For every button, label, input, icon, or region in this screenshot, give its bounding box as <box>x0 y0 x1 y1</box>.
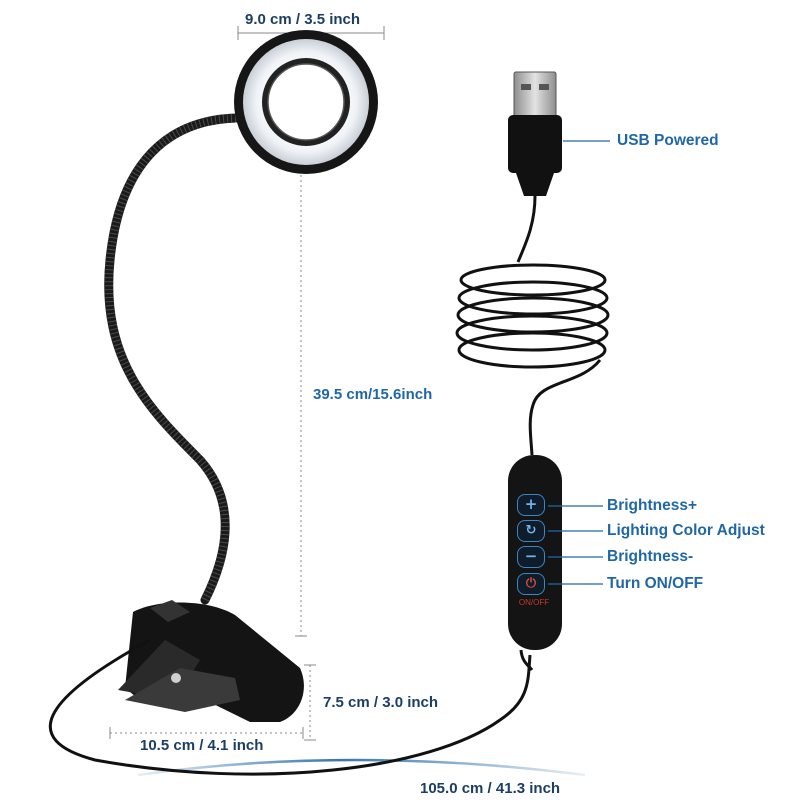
power-label: Turn ON/OFF <box>607 575 704 592</box>
color-adjust-label: Lighting Color Adjust <box>607 522 765 539</box>
coiled-cable <box>455 195 610 456</box>
clip-height-label: 7.5 cm / 3.0 inch <box>323 694 439 711</box>
power-icon: ⏻ <box>525 576 537 591</box>
power-button[interactable]: ⏻ <box>517 573 545 595</box>
minus-icon: − <box>524 547 538 565</box>
power-button-caption: ON/OFF <box>518 598 550 607</box>
gooseneck-arm <box>104 113 241 605</box>
color-adjust-button[interactable]: ↻ <box>517 520 545 542</box>
refresh-cycle-icon: ↻ <box>525 523 537 538</box>
base-cable <box>48 638 532 776</box>
ring-light <box>234 30 378 174</box>
brightness-up-button[interactable]: + <box>517 494 545 516</box>
brightness-down-label: Brightness- <box>607 548 694 565</box>
ring-diameter-label: 9.0 cm / 3.5 inch <box>245 11 361 28</box>
brightness-down-button[interactable]: − <box>517 546 545 568</box>
clip <box>118 600 304 722</box>
clip-width-label: 10.5 cm / 4.1 inch <box>140 737 264 754</box>
usb-plug <box>508 71 562 196</box>
cable-length-arc <box>137 758 586 777</box>
brightness-up-label: Brightness+ <box>607 497 698 514</box>
cable-length-label: 105.0 cm / 41.3 inch <box>420 780 561 797</box>
plus-icon: + <box>524 495 538 513</box>
usb-powered-label: USB Powered <box>617 132 719 149</box>
neck-length-label: 39.5 cm/15.6inch <box>313 386 433 403</box>
callout-lines <box>548 140 610 585</box>
